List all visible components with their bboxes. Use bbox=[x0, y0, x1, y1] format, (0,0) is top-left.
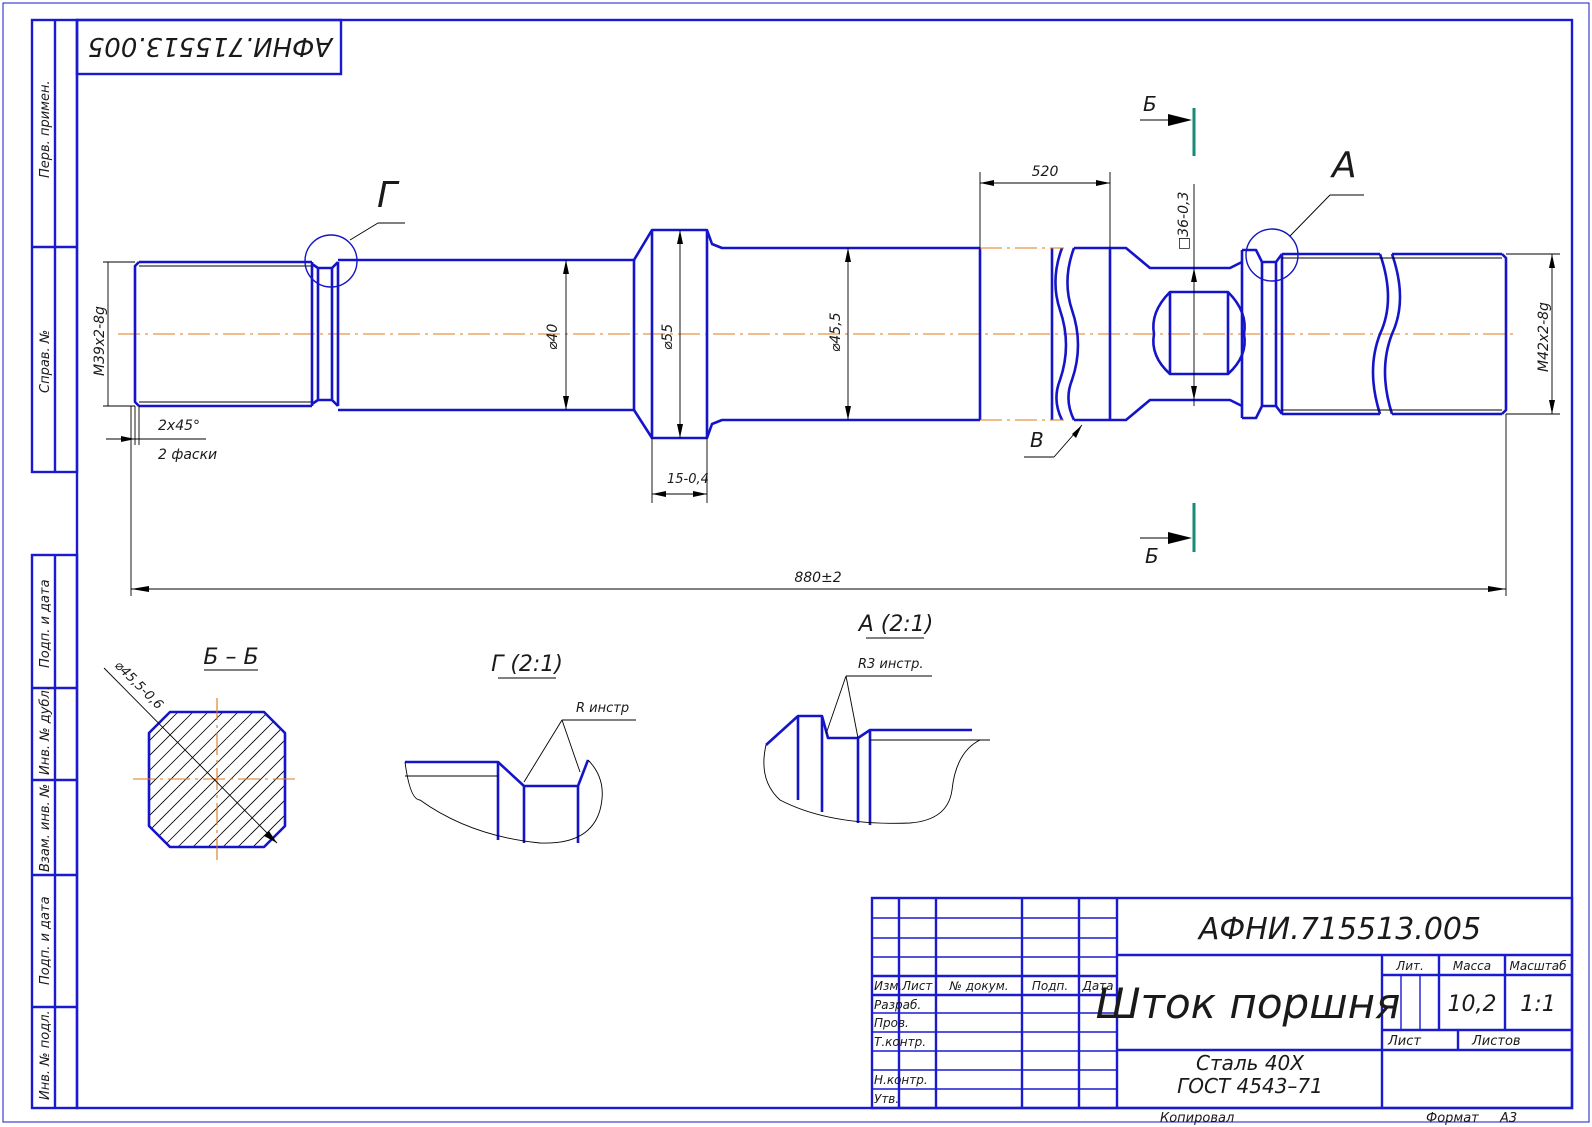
col-izm: Изм. bbox=[874, 979, 902, 993]
dim-d40: ⌀40 bbox=[545, 324, 561, 350]
masshtab-value: 1:1 bbox=[1520, 992, 1555, 1017]
mirrored-code: АФНИ.715513.005 bbox=[88, 31, 335, 61]
col-doc: № докум. bbox=[948, 979, 1008, 993]
dim-bb-diag: ⌀45,5-0,6 bbox=[111, 658, 166, 713]
section-bb-title: Б – Б bbox=[203, 645, 258, 670]
header-masshtab: Масштаб bbox=[1509, 959, 1567, 973]
detail-g-circle bbox=[304, 234, 358, 288]
side-label-perv-primen: Перв. примен. bbox=[38, 80, 53, 178]
label-listov: Листов bbox=[1471, 1034, 1521, 1049]
row-prov: Пров. bbox=[874, 1016, 909, 1030]
header-lit: Лит. bbox=[1395, 959, 1424, 973]
footer-format: Формат bbox=[1426, 1111, 1479, 1126]
detail-g-title: Г (2:1) bbox=[491, 652, 563, 677]
side-label-inv-podl: Инв. № подл. bbox=[38, 1010, 53, 1100]
dim-square-36: □36-0,3 bbox=[1176, 192, 1192, 250]
drawing-frame bbox=[30, 18, 1574, 1110]
dim-chamfer-note: 2 фаски bbox=[158, 447, 217, 463]
row-tkontr: Т.контр. bbox=[874, 1035, 926, 1049]
side-label-inv-dubl: Инв. № дубл. bbox=[38, 686, 53, 775]
section-b-bottom: Б bbox=[1145, 544, 1159, 568]
row-utv: Утв. bbox=[874, 1092, 899, 1106]
shaft-main-view bbox=[118, 228, 1518, 440]
footer-kopiroval: Копировал bbox=[1160, 1111, 1234, 1126]
detail-a-circle bbox=[1245, 228, 1299, 282]
side-label-podp-data-1: Подп. и дата bbox=[38, 579, 53, 668]
part-name: Шток поршня bbox=[1096, 979, 1401, 1028]
side-label-sprav-no: Справ. № bbox=[38, 330, 53, 393]
dim-d455: ⌀45,5 bbox=[828, 312, 844, 352]
note-g: R инстр bbox=[576, 701, 629, 716]
side-label-podp-data-2: Подп. и дата bbox=[38, 896, 53, 985]
dim-880: 880±2 bbox=[794, 570, 841, 586]
section-b-top: Б bbox=[1143, 92, 1157, 116]
side-label-vzam-inv: Взам. инв. № bbox=[38, 784, 53, 872]
dim-chamfer: 2х45° bbox=[158, 418, 200, 434]
dim-d55: ⌀55 bbox=[660, 324, 676, 350]
title-block: АФНИ.715513.005 Шток поршня Сталь 40Х ГО… bbox=[870, 896, 1574, 1110]
label-v: В bbox=[1030, 428, 1044, 452]
dim-m42: М42х2-8g bbox=[1536, 302, 1552, 372]
material-1: Сталь 40Х bbox=[1196, 1051, 1305, 1075]
dim-520: 520 bbox=[1032, 164, 1059, 180]
detail-a-view: А (2:1) R3 инстр. bbox=[763, 612, 990, 825]
row-razrab: Разраб. bbox=[874, 998, 921, 1012]
label-list: Лист bbox=[1387, 1034, 1421, 1049]
note-a: R3 инстр. bbox=[858, 657, 924, 672]
row-nkontr: Н.контр. bbox=[874, 1073, 928, 1087]
col-data: Дата bbox=[1081, 979, 1113, 993]
massa-value: 10,2 bbox=[1448, 992, 1497, 1017]
designation: АФНИ.715513.005 bbox=[1197, 912, 1481, 947]
footer-format-value: А3 bbox=[1499, 1111, 1517, 1126]
col-podp: Подп. bbox=[1032, 979, 1068, 993]
material-2: ГОСТ 4543–71 bbox=[1177, 1074, 1323, 1098]
detail-g-view: Г (2:1) R инстр bbox=[404, 652, 636, 844]
col-list: Лист bbox=[901, 979, 933, 993]
detail-a-label: А bbox=[1330, 145, 1357, 186]
header-massa: Масса bbox=[1453, 959, 1491, 973]
dim-m39: М39х2-8g bbox=[92, 306, 108, 376]
detail-a-title: А (2:1) bbox=[857, 612, 934, 637]
section-bb: Б – Б bbox=[103, 645, 300, 864]
detail-g-label: Г bbox=[377, 175, 400, 216]
dimensions: 520 □36-0,3 М39х2-8g М42х2-8g ⌀40 ⌀55 ⌀4… bbox=[92, 164, 1560, 596]
dim-15: 15-0,4 bbox=[667, 472, 709, 487]
